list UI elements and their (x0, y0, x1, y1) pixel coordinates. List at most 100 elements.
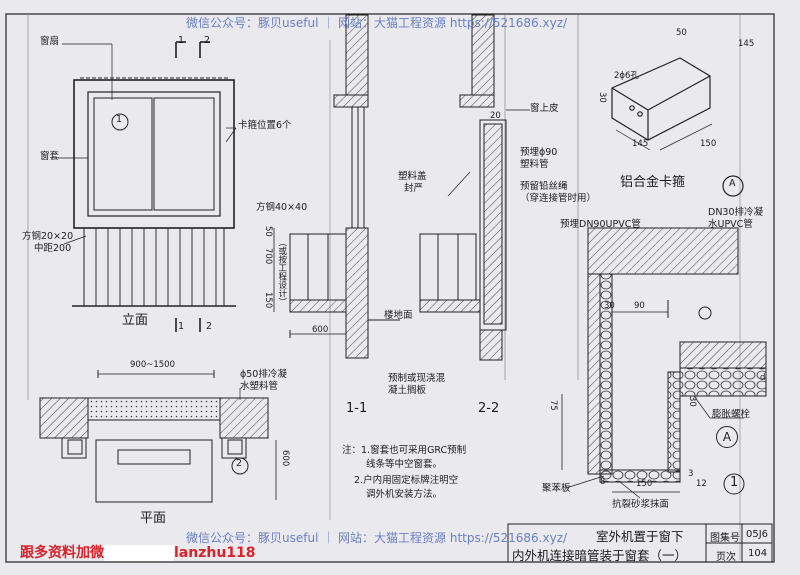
section-mark-1-bottom: 1 (178, 321, 185, 332)
ac-platform (95, 439, 213, 503)
section-mark-1-top: 1 (178, 35, 185, 46)
insulation-right (667, 371, 681, 473)
label-slab-2: 凝土搁板 (388, 385, 427, 396)
window-frame (87, 91, 221, 217)
label-tube-spacing: 中距200 (34, 243, 72, 254)
trim-right (221, 438, 247, 459)
label-window-top: 窗上皮 (530, 103, 559, 114)
detail-dim-90: 90 (634, 301, 645, 311)
wall-lower (345, 227, 369, 359)
label-dn30-drain-2: 水UPVC管 (708, 219, 753, 230)
lintel-2 (459, 94, 495, 108)
clip-dim-150: 150 (700, 139, 717, 149)
detail-dim-30b: 30 (686, 396, 697, 407)
label-lead-wire: 预留铅丝绳 (520, 181, 568, 192)
slab-1-1 (289, 299, 347, 313)
label-square-steel: 方钢40×40 (256, 202, 308, 213)
promo-mask (104, 545, 174, 561)
trim-duct-fill (483, 123, 503, 325)
dim-600-label: 600 (312, 325, 329, 335)
dim-50-label: 50 (262, 226, 273, 237)
clip-index-letter: A (729, 178, 736, 189)
title-block (507, 523, 773, 563)
clip-dim-145-top: 145 (738, 39, 755, 49)
elevation-title: 立面 (122, 313, 149, 328)
section-mark-2-bottom: 2 (206, 321, 213, 332)
section-1-1 (273, 14, 400, 359)
atlas-number-label: 图集号 (710, 533, 740, 544)
label-condensate-pipe-2: 水塑料管 (240, 381, 279, 392)
label-clip-position: 卡箍位置6个 (238, 120, 292, 131)
railing-bars (95, 228, 217, 306)
index-circle-elevation (111, 113, 129, 131)
pipe-left (67, 439, 83, 455)
clip-dim-50: 50 (676, 28, 687, 38)
clip-title: 铝合金卡箍 (620, 175, 686, 190)
clip-hole-2 (637, 111, 643, 117)
wall-lower-2 (479, 329, 503, 361)
promo-suffix: lanzhu118 (174, 545, 256, 561)
drain-pipe (698, 306, 712, 320)
label-embedded-pipe: 预埋ϕ90 (520, 147, 558, 158)
title-line-1: 室外机置于窗下 (596, 529, 684, 544)
detail-dim-8: 8 (600, 477, 606, 487)
label-window-trim: 窗套 (40, 151, 60, 162)
label-expansion-bolt: 膨胀螺栓 (712, 409, 751, 420)
label-clip-holes: 2ϕ6孔 (614, 71, 639, 81)
detail-dim-12: 12 (696, 479, 707, 489)
dim-150-line (659, 123, 713, 151)
plan-title: 平面 (140, 511, 167, 526)
clip-dim-145-bottom: 145 (632, 139, 649, 149)
plan-dim-width: 900~1500 (130, 360, 175, 370)
label-embedded-pipe-2: 塑料管 (520, 159, 549, 170)
label-dn30-drain: DN30排冷凝 (708, 207, 764, 218)
section-2-2 (419, 14, 530, 361)
label-slab: 预制或现浇混 (388, 373, 446, 384)
page-number-value: 104 (748, 548, 768, 559)
index-circle-detail (723, 473, 745, 495)
detail-slab (679, 341, 767, 369)
elevation-index-number: 1 (116, 114, 123, 125)
section-1-1-title: 1-1 (346, 401, 368, 416)
detail-dim-75: 75 (547, 400, 558, 411)
detail-index-circle-a: A (716, 426, 738, 448)
page-number-label: 页次 (716, 552, 736, 563)
dim-20-label: 20 (490, 111, 501, 121)
detail-dim-d: d (760, 373, 766, 383)
note-or-by-design: （或按工程设计） (276, 238, 287, 306)
note-line-4: 调外机安装方法。 (366, 489, 443, 500)
detail-index-number: 1 (730, 475, 739, 490)
atlas-number-value: 05J6 (746, 529, 769, 540)
railing-1-1 (289, 233, 347, 301)
window-sash-right (153, 97, 215, 211)
section-mark-2-top: 2 (204, 35, 211, 46)
dim-150-label: 150 (262, 292, 273, 309)
railing-2-2 (419, 233, 477, 301)
label-plastic-cap: 塑料盖 (398, 171, 427, 182)
railing-frame (83, 227, 225, 307)
label-window-sash: 窗扇 (40, 36, 60, 47)
pipe-right (227, 439, 243, 455)
watermark-bottom: 微信公众号：豚贝useful ｜ 网站：大猫工程资源 https://52168… (186, 531, 568, 545)
sheet-border (5, 13, 775, 563)
label-polystyrene-board: 聚苯板 (542, 483, 571, 494)
clip-dim-30: 30 (596, 92, 607, 103)
label-floor: 楼地面 (384, 310, 413, 321)
detail-dim-3: 3 (688, 469, 694, 479)
lintel (333, 94, 369, 108)
slab-2-2 (419, 299, 481, 313)
insulation-slab (679, 367, 767, 397)
dim-145-line (615, 129, 651, 151)
note-line-2: 线条等中空窗套。 (366, 459, 443, 470)
index-circle-clip (722, 175, 744, 197)
watermark-top: 微信公众号：豚贝useful ｜ 网站：大猫工程资源 https://52168… (186, 16, 568, 30)
note-line-3: 2.户内用固定标牌注明空 (354, 475, 459, 486)
detail-wall-left (587, 273, 601, 475)
detail-dim-150: 150 (636, 479, 653, 489)
label-plastic-cap-2: 封严 (404, 183, 424, 194)
label-lead-wire-2: （穿连接管时用） (520, 193, 597, 204)
plan-index-number: 2 (236, 458, 243, 469)
note-line-1: 注：1.窗套也可采用GRC预制 (342, 445, 467, 456)
wall-left (39, 397, 89, 439)
